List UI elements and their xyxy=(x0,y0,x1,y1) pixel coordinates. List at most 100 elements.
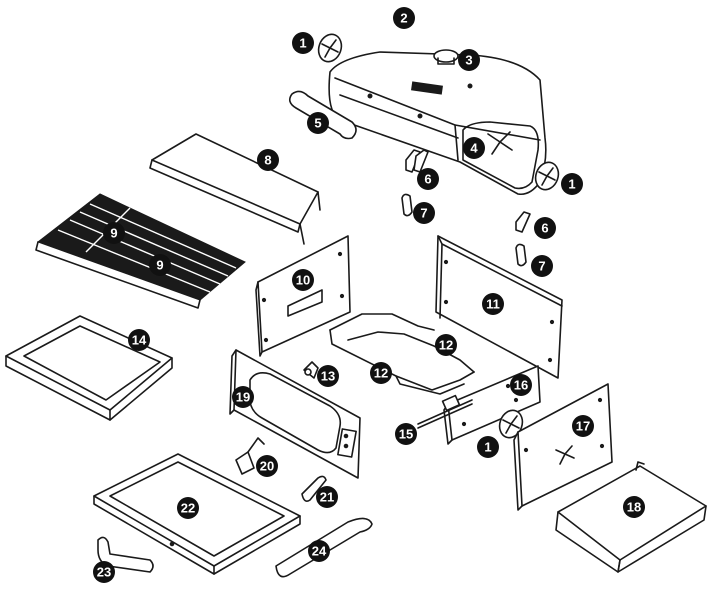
callout-marker xyxy=(417,168,439,190)
gas-valve xyxy=(417,394,473,429)
callout-9: 9 xyxy=(149,254,171,276)
callout-22: 22 xyxy=(177,497,199,519)
callout-marker xyxy=(561,173,583,195)
cooking-grates xyxy=(35,193,246,309)
callout-1: 1 xyxy=(477,436,499,458)
callout-marker xyxy=(623,496,645,518)
callout-number: 1 xyxy=(299,36,306,51)
callout-number: 15 xyxy=(399,427,413,442)
callout-marker xyxy=(534,217,556,239)
vent-disc-lower xyxy=(498,409,524,439)
callout-12: 12 xyxy=(370,362,392,384)
callout-number: 1 xyxy=(568,177,575,192)
callout-number: 3 xyxy=(465,53,472,68)
callout-number: 12 xyxy=(439,338,453,353)
callout-6: 6 xyxy=(534,217,556,239)
vent-disc-top xyxy=(317,33,343,63)
grill-lid xyxy=(328,51,547,196)
callout-16: 16 xyxy=(510,374,532,396)
callout-marker xyxy=(317,365,339,387)
callout-20: 20 xyxy=(256,455,278,477)
callout-marker xyxy=(128,329,150,351)
warming-rack xyxy=(149,133,321,245)
callout-marker xyxy=(232,386,254,408)
callout-11: 11 xyxy=(482,293,504,315)
burner-tubes xyxy=(329,313,475,395)
right-side-panel xyxy=(513,383,613,511)
callout-24: 24 xyxy=(308,540,330,562)
callout-6: 6 xyxy=(417,168,439,190)
callout-7: 7 xyxy=(531,255,553,277)
callout-number: 19 xyxy=(236,390,250,405)
igniter-bracket xyxy=(303,361,319,379)
callout-21: 21 xyxy=(316,486,338,508)
temperature-gauge xyxy=(433,49,459,65)
front-panel xyxy=(229,349,361,479)
callout-18: 18 xyxy=(623,496,645,518)
callout-number: 6 xyxy=(541,221,548,236)
callout-number: 14 xyxy=(132,333,147,348)
callout-number: 18 xyxy=(627,500,641,515)
callout-marker xyxy=(435,334,457,356)
left-side-panel xyxy=(255,235,351,357)
callout-2: 2 xyxy=(393,7,415,29)
callout-marker xyxy=(463,137,485,159)
callout-7: 7 xyxy=(413,202,435,224)
callout-number: 23 xyxy=(97,565,111,580)
callout-marker xyxy=(393,7,415,29)
callout-number: 12 xyxy=(374,366,388,381)
callout-number: 21 xyxy=(320,490,334,505)
lid-fan-emblem xyxy=(487,131,513,155)
callout-marker xyxy=(308,540,330,562)
callout-number: 24 xyxy=(312,544,327,559)
callout-17: 17 xyxy=(572,415,594,437)
callout-marker xyxy=(177,497,199,519)
callout-5: 5 xyxy=(307,112,329,134)
callout-14: 14 xyxy=(128,329,150,351)
callout-number: 1 xyxy=(484,440,491,455)
callout-marker xyxy=(103,222,125,244)
callout-19: 19 xyxy=(232,386,254,408)
callout-1: 1 xyxy=(561,173,583,195)
hinge-bracket-lower xyxy=(515,211,531,267)
callout-marker xyxy=(395,423,417,445)
callout-number: 20 xyxy=(260,459,274,474)
callout-marker xyxy=(93,561,115,583)
callout-number: 4 xyxy=(470,141,478,156)
briquette-tray xyxy=(5,315,173,421)
callout-marker xyxy=(292,32,314,54)
callout-number: 8 xyxy=(264,153,271,168)
callout-number: 2 xyxy=(400,11,407,26)
callout-marker xyxy=(370,362,392,384)
callout-marker xyxy=(510,374,532,396)
side-handle xyxy=(97,536,154,573)
callout-marker xyxy=(292,269,314,291)
callout-number: 13 xyxy=(321,369,335,384)
callout-marker xyxy=(257,149,279,171)
callout-1: 1 xyxy=(292,32,314,54)
callout-number: 16 xyxy=(514,378,528,393)
callout-number: 7 xyxy=(538,259,545,274)
callout-marker xyxy=(149,254,171,276)
callout-number: 6 xyxy=(424,172,431,187)
callout-number: 10 xyxy=(296,273,310,288)
callout-8: 8 xyxy=(257,149,279,171)
callout-marker xyxy=(572,415,594,437)
callout-marker xyxy=(531,255,553,277)
callout-15: 15 xyxy=(395,423,417,445)
callout-marker xyxy=(307,112,329,134)
callout-marker xyxy=(413,202,435,224)
callout-number: 7 xyxy=(420,206,427,221)
callout-12: 12 xyxy=(435,334,457,356)
callout-marker xyxy=(458,49,480,71)
callout-number: 9 xyxy=(156,258,163,273)
callout-4: 4 xyxy=(463,137,485,159)
hinge-bracket-upper xyxy=(401,149,429,217)
callout-number: 22 xyxy=(181,501,195,516)
callout-layer: 1231548676799101112121314161915117202122… xyxy=(93,7,645,583)
vent-disc-right xyxy=(534,161,560,191)
callout-number: 9 xyxy=(110,226,117,241)
callout-number: 5 xyxy=(314,116,321,131)
callout-23: 23 xyxy=(93,561,115,583)
